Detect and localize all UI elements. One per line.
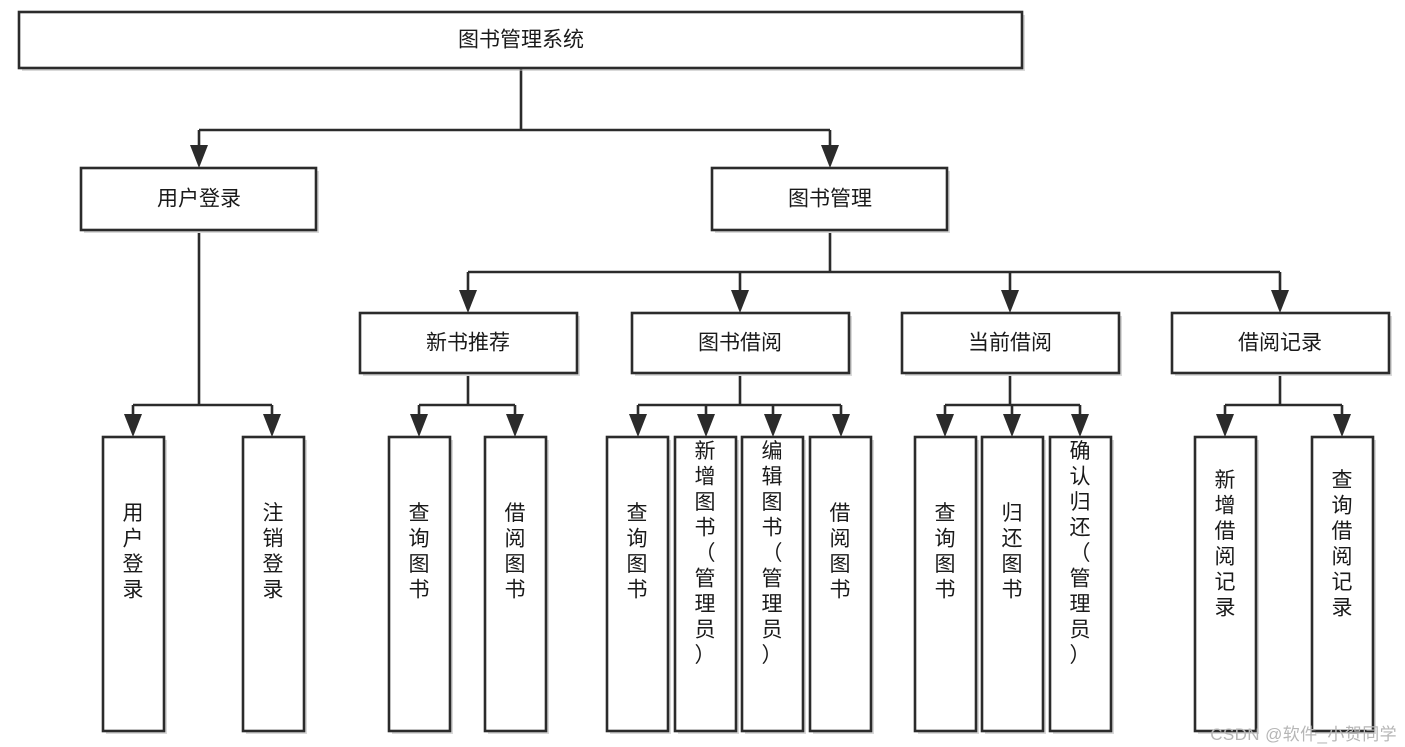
arrow-current-borrow-leaf-3 [1071, 414, 1089, 437]
node-leaf-user-logout[interactable]: 注销登录 [241, 435, 307, 734]
borrow-record-box[interactable] [1170, 311, 1391, 375]
leaf-edit-book-label: 编辑图书（管理员） [762, 440, 783, 667]
arrow-borrow-record-leaf-2 [1333, 414, 1351, 437]
node-borrow-record[interactable]: 借阅记录 [1170, 311, 1392, 376]
node-book-borrow[interactable]: 图书借阅 [630, 311, 852, 376]
book-borrow-label: 图书借阅 [698, 332, 782, 355]
connector-root-to-level2 [197, 69, 832, 155]
user-login-label: 用户登录 [157, 188, 241, 211]
leaf-add-record-box[interactable] [1193, 435, 1258, 733]
leaf-add-book-box[interactable] [673, 435, 738, 733]
node-user-login[interactable]: 用户登录 [79, 166, 319, 233]
arrow-current-borrow-leaf-2 [1003, 414, 1021, 437]
leaf-query-book-1-box[interactable] [387, 435, 452, 733]
node-leaf-return-book[interactable]: 归还图书 [980, 435, 1046, 734]
leaf-query-book-3-box[interactable] [913, 435, 978, 733]
node-leaf-user-login[interactable]: 用户登录 [101, 435, 167, 734]
leaf-user-logout-label: 注销登录 [263, 502, 284, 602]
leaf-return-book-label: 归还图书 [1002, 502, 1023, 602]
root-box[interactable] [17, 10, 1024, 70]
connector-book-borrow-to-leaves [636, 376, 843, 424]
current-borrow-box[interactable] [900, 311, 1121, 375]
leaf-add-record-label: 新增借阅记录 [1215, 469, 1236, 620]
leaf-query-record-box[interactable] [1310, 435, 1375, 733]
node-leaf-query-book-1[interactable]: 查询图书 [387, 435, 453, 734]
book-manage-label: 图书管理 [788, 188, 872, 211]
user-login-box[interactable] [79, 166, 318, 232]
arrow-to-new-book-recommend [459, 290, 477, 313]
node-book-manage[interactable]: 图书管理 [710, 166, 950, 233]
leaf-user-logout-box[interactable] [241, 435, 306, 733]
borrow-record-label: 借阅记录 [1238, 332, 1322, 355]
book-borrow-box[interactable] [630, 311, 851, 375]
node-leaf-edit-book[interactable]: 编辑图书（管理员） [740, 435, 806, 734]
book-manage-box[interactable] [710, 166, 949, 232]
leaf-return-book-box[interactable] [980, 435, 1045, 733]
node-leaf-add-book[interactable]: 新增图书（管理员） [673, 435, 739, 734]
leaf-edit-book-box[interactable] [740, 435, 805, 733]
arrow-book-borrow-leaf-3 [764, 414, 782, 437]
node-new-book-recommend[interactable]: 新书推荐 [358, 311, 580, 376]
arrow-new-book-leaf-2 [506, 414, 524, 437]
leaf-confirm-return-box[interactable] [1048, 435, 1113, 733]
node-leaf-confirm-return[interactable]: 确认归还（管理员） [1048, 435, 1114, 734]
arrow-to-borrow-record [1271, 290, 1289, 313]
new-book-recommend-box[interactable] [358, 311, 579, 375]
arrow-root-to-book-manage [821, 145, 839, 168]
leaf-query-book-3-label: 查询图书 [935, 502, 956, 602]
leaf-query-book-2-box[interactable] [605, 435, 670, 733]
node-leaf-query-record[interactable]: 查询借阅记录 [1310, 435, 1376, 734]
leaf-user-login-label: 用户登录 [123, 502, 144, 602]
arrow-borrow-record-leaf-1 [1216, 414, 1234, 437]
arrow-new-book-leaf-1 [410, 414, 428, 437]
leaf-query-book-1-label: 查询图书 [409, 502, 430, 602]
node-leaf-borrow-book-1[interactable]: 借阅图书 [483, 435, 549, 734]
node-leaf-query-book-2[interactable]: 查询图书 [605, 435, 671, 734]
arrow-user-login-to-leaf-1 [124, 414, 142, 437]
arrow-root-to-user-login [190, 145, 208, 168]
node-root[interactable]: 图书管理系统 [17, 10, 1025, 71]
leaf-confirm-return-label: 确认归还（管理员） [1070, 440, 1091, 667]
arrow-user-login-to-leaf-2 [263, 414, 281, 437]
connector-book-manage-to-level3 [466, 233, 1282, 300]
arrow-book-borrow-leaf-1 [629, 414, 647, 437]
arrow-current-borrow-leaf-1 [936, 414, 954, 437]
leaf-borrow-book-1-label: 借阅图书 [505, 502, 526, 602]
leaf-borrow-book-2-label: 借阅图书 [830, 502, 851, 602]
node-current-borrow[interactable]: 当前借阅 [900, 311, 1122, 376]
arrow-book-borrow-leaf-2 [697, 414, 715, 437]
csdn-watermark: CSDN @软件_小贺同学 [1210, 725, 1397, 744]
connector-borrow-record-to-leaves [1223, 376, 1344, 424]
leaf-add-book-label: 新增图书（管理员） [695, 440, 716, 667]
connector-new-book-recommend-to-leaves [417, 376, 517, 424]
node-leaf-add-record[interactable]: 新增借阅记录 [1193, 435, 1259, 734]
node-leaf-borrow-book-2[interactable]: 借阅图书 [808, 435, 874, 734]
arrow-book-borrow-leaf-4 [832, 414, 850, 437]
leaf-user-login-box[interactable] [101, 435, 166, 733]
leaf-borrow-book-1-box[interactable] [483, 435, 548, 733]
root-label: 图书管理系统 [458, 29, 584, 52]
arrow-to-current-borrow [1001, 290, 1019, 313]
new-book-recommend-label: 新书推荐 [426, 332, 510, 355]
connectors-layer [124, 69, 1351, 437]
node-leaf-query-book-3[interactable]: 查询图书 [913, 435, 979, 734]
leaf-query-book-2-label: 查询图书 [627, 502, 648, 602]
current-borrow-label: 当前借阅 [968, 332, 1052, 355]
arrow-to-book-borrow [731, 290, 749, 313]
leaf-borrow-book-2-box[interactable] [808, 435, 873, 733]
leaf-query-record-label: 查询借阅记录 [1332, 469, 1353, 620]
connector-user-login-to-leaves [131, 233, 274, 424]
